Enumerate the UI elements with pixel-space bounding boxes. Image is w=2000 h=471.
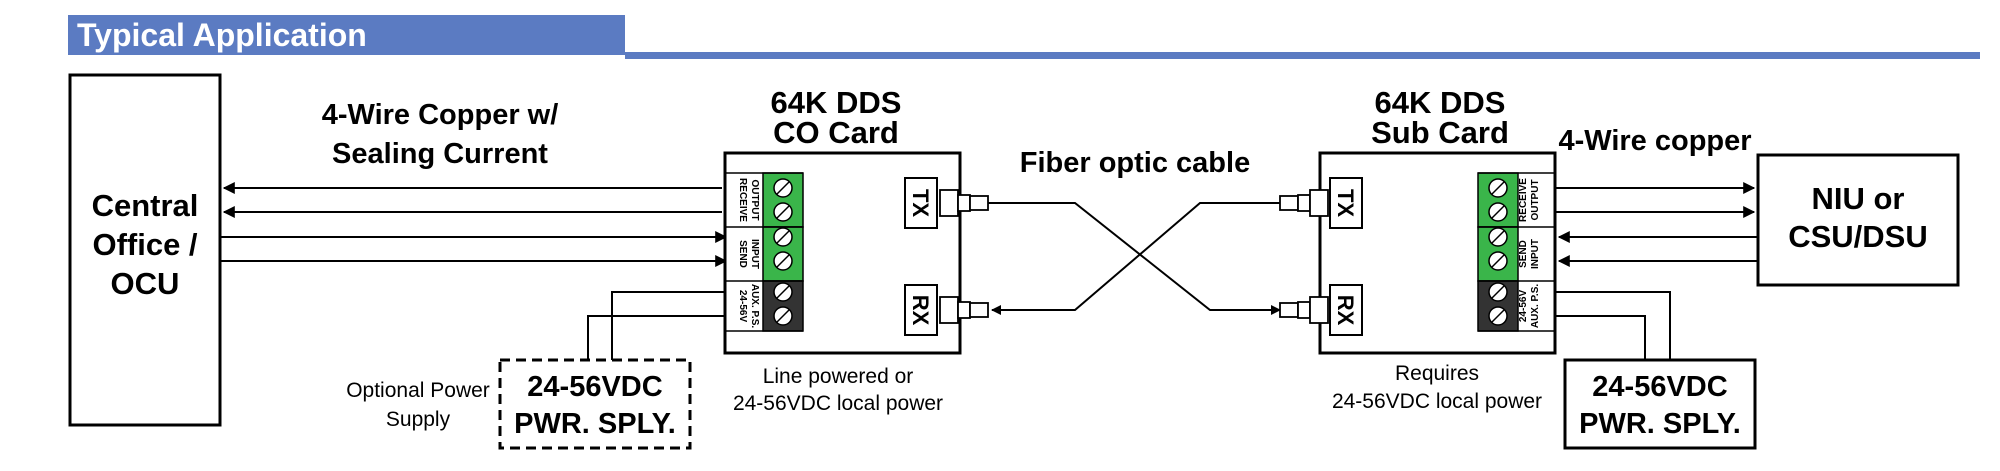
copper-right-label: 4-Wire copper xyxy=(1558,125,1751,157)
sub-tx-label: TX xyxy=(1333,189,1358,217)
copper-left-line1: 4-Wire Copper w/ xyxy=(322,99,559,131)
copper-left-line2: Sealing Current xyxy=(332,138,548,170)
central-office-line2: Office / xyxy=(92,227,197,262)
co-card: 64K DDS CO Card RECEIVE OUTPUT SEND INPU… xyxy=(723,85,989,415)
fiber-cable-label: Fiber optic cable xyxy=(1020,147,1250,179)
optional-power-label2: Supply xyxy=(386,408,451,431)
sub-card-note2: 24-56VDC local power xyxy=(1332,390,1542,413)
sub-card-note1: Requires xyxy=(1395,362,1479,385)
co-card-note2: 24-56VDC local power xyxy=(733,392,943,415)
sub-aux-label2: AUX. P.S. xyxy=(1530,284,1541,328)
central-office-box: Central Office / OCU xyxy=(68,73,222,427)
co-card-title1: 64K DDS xyxy=(771,85,902,120)
co-send-label2: INPUT xyxy=(749,239,760,269)
right-power-supply: 24-56VDC PWR. SPLY. xyxy=(1563,358,1757,450)
fiber-optic-cable xyxy=(988,202,1282,315)
sub-card-title2: Sub Card xyxy=(1371,115,1509,150)
sub-aux-label1: 24-56V xyxy=(1518,290,1529,323)
left-copper-wires xyxy=(220,182,728,267)
central-office-line1: Central xyxy=(92,188,199,223)
section-header: Typical Application xyxy=(68,15,1980,59)
co-receive-label2: OUTPUT xyxy=(749,179,760,220)
central-office-line3: OCU xyxy=(111,266,180,301)
co-rx-label: RX xyxy=(908,295,933,326)
sub-screw-terminals xyxy=(1488,178,1508,326)
niu-line2: CSU/DSU xyxy=(1788,219,1928,254)
sub-card-title1: 64K DDS xyxy=(1375,85,1506,120)
niu-line1: NIU or xyxy=(1812,181,1905,216)
right-psu-line1: 24-56VDC xyxy=(1592,371,1727,403)
co-aux-label1: 24-56V xyxy=(737,290,748,323)
co-tx-label: TX xyxy=(908,189,933,217)
niu-box: NIU or CSU/DSU xyxy=(1756,153,1960,287)
left-psu-wires xyxy=(587,291,725,360)
left-psu-line2: PWR. SPLY. xyxy=(514,408,676,440)
sub-fiber-connectors xyxy=(1279,189,1329,324)
left-psu-line1: 24-56VDC xyxy=(527,371,662,403)
sub-send-label2: INPUT xyxy=(1530,239,1541,269)
sub-receive-label2: OUTPUT xyxy=(1530,179,1541,220)
co-receive-label1: RECEIVE xyxy=(737,178,748,222)
co-card-title2: CO Card xyxy=(773,115,899,150)
right-psu-wires xyxy=(1555,291,1671,360)
co-card-note1: Line powered or xyxy=(763,365,914,388)
sub-send-label1: SEND xyxy=(1518,240,1529,268)
section-title: Typical Application xyxy=(77,17,367,53)
co-aux-label2: AUX. P.S. xyxy=(749,284,760,328)
right-copper-wires xyxy=(1555,182,1758,267)
sub-receive-label1: RECEIVE xyxy=(1518,178,1529,222)
sub-rx-label: RX xyxy=(1333,295,1358,326)
right-psu-line2: PWR. SPLY. xyxy=(1579,408,1741,440)
co-screw-terminals xyxy=(773,178,793,326)
left-power-supply: 24-56VDC PWR. SPLY. Optional Power Suppl… xyxy=(346,358,692,450)
optional-power-label1: Optional Power xyxy=(346,379,490,402)
sub-card: 64K DDS Sub Card TX RX RECEIVE OUTPUT xyxy=(1279,85,1557,413)
co-send-label1: SEND xyxy=(737,240,748,268)
co-fiber-connectors xyxy=(939,189,989,324)
